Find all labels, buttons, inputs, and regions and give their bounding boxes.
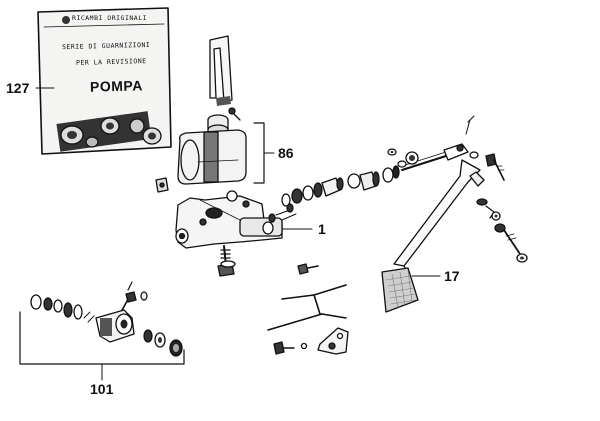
callout-17: 17 <box>444 268 460 284</box>
kit-header: RICAMBI ORIGINALI <box>72 14 148 22</box>
small-bolt-a <box>297 263 319 275</box>
master-cylinder <box>175 190 283 249</box>
pivot-bolt <box>485 153 505 181</box>
kit-photo <box>56 111 162 152</box>
fluid-reservoir <box>177 35 247 185</box>
small-bolt-b <box>273 341 308 355</box>
push-rod <box>401 115 475 171</box>
bleed-screw <box>217 245 236 277</box>
callout-86: 86 <box>278 145 294 161</box>
callout-1: 1 <box>318 221 326 237</box>
pedal-spring-clip <box>476 198 501 221</box>
pedal-bolt <box>494 223 528 263</box>
brake-pedal <box>381 159 485 313</box>
mounting-bracket <box>267 284 349 355</box>
kit-title: POMPA <box>89 77 144 95</box>
slave-cylinder <box>30 281 183 357</box>
seal-kit-box <box>37 7 172 155</box>
callout-101: 101 <box>90 381 114 397</box>
internal-seals-row <box>268 165 400 223</box>
callout-127: 127 <box>6 80 30 96</box>
